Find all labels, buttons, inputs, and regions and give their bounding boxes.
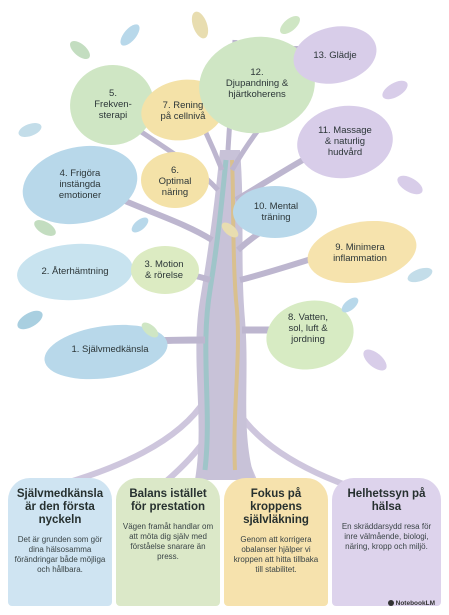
card-balance: Balans istället för prestation Vägen fra… <box>116 478 220 606</box>
brand-watermark: NotebookLM <box>387 600 435 607</box>
leaf-4-label: 4. Frigöra instängda emotioner <box>58 168 102 201</box>
leaf-1-label: 1. Självmedkänsla <box>71 344 149 355</box>
leaf-6-label: 6. Optimal näring <box>158 165 192 198</box>
card-body: Genom att korrigera obalanser hjälper vi… <box>233 535 319 574</box>
leaf-10-label: 10. Mental träning <box>253 201 299 223</box>
leaf-9-label: 9. Minimera inflammation <box>333 242 387 264</box>
leaf-3-label: 3. Motion & rörelse <box>144 259 184 281</box>
card-body: Det är grunden som gör dina hälsosamma f… <box>14 535 106 574</box>
leaf-7-label: 7. Rening på cellnivå <box>160 100 206 122</box>
leaf-8-label: 8. Vatten, sol, luft & jordning <box>288 312 328 345</box>
card-self-compassion: Självmedkänsla är den första nyckeln Det… <box>8 478 112 606</box>
card-body: Vägen framåt handlar om att möta dig sjä… <box>122 522 214 561</box>
leaf-12-label: 12. Djupandning & hjärtkoherens <box>225 67 289 100</box>
leaf-2-label: 2. Återhämtning <box>41 266 109 277</box>
card-body: En skräddarsydd resa för inre välmående,… <box>341 522 432 551</box>
leaf-5-label: 5. Frekven- sterapi <box>94 88 132 121</box>
leaf-11-label: 11. Massage & naturlig hudvård <box>318 125 372 158</box>
card-title: Balans istället för prestation <box>129 488 207 513</box>
card-self-healing: Fokus på kroppens självläkning Genom att… <box>224 478 328 606</box>
notebooklm-logo-icon <box>387 600 394 606</box>
card-holistic: Helhetssyn på hälsa En skräddarsydd resa… <box>332 478 441 606</box>
card-title: Självmedkänsla är den första nyckeln <box>16 488 104 526</box>
leaf-13-label: 13. Glädje <box>313 50 357 61</box>
card-title: Helhetssyn på hälsa <box>347 488 426 513</box>
brand-label: NotebookLM <box>395 600 435 607</box>
card-title: Fokus på kroppens självläkning <box>243 488 309 526</box>
